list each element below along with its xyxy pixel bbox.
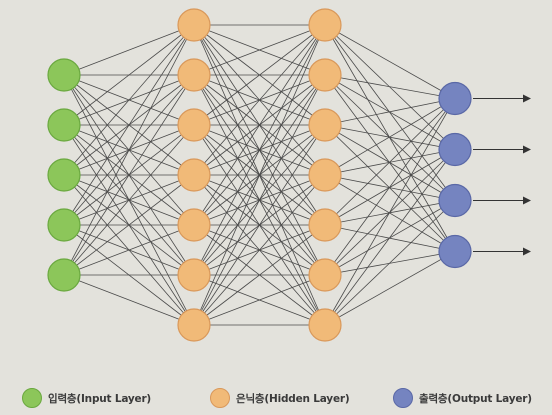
hidden-neuron-2-5 xyxy=(308,258,342,292)
connection-l1-4-0 xyxy=(193,24,326,226)
output-neuron-3-0 xyxy=(438,81,472,116)
hidden-neuron-1-4 xyxy=(177,208,211,242)
connection-l2-6-0 xyxy=(324,98,456,326)
legend-input: 입력층(Input Layer) xyxy=(22,387,151,409)
connection-l2-6-1 xyxy=(324,149,456,326)
connection-l2-5-0 xyxy=(324,98,456,276)
connection-l0-4-6 xyxy=(63,274,195,326)
hidden-layer-label: 은닉층(Hidden Layer) xyxy=(236,392,350,405)
connection-l2-3-3 xyxy=(324,174,456,252)
connection-l0-4-1 xyxy=(63,74,195,276)
connection-l0-4-3 xyxy=(63,174,195,276)
connection-l2-2-0 xyxy=(324,98,456,126)
output-neuron-3-1 xyxy=(438,132,472,167)
output-layer-swatch xyxy=(393,388,413,408)
connection-l2-0-1 xyxy=(324,24,456,150)
legend-output: 출력층(Output Layer) xyxy=(393,387,532,409)
connection-l1-6-2 xyxy=(193,124,326,326)
connection-l0-3-0 xyxy=(63,24,195,226)
connection-l1-5-0 xyxy=(193,24,326,276)
connection-l0-4-2 xyxy=(63,124,195,276)
input-neuron-0-2 xyxy=(47,158,81,192)
hidden-neuron-1-2 xyxy=(177,108,211,142)
connection-l2-4-3 xyxy=(324,224,456,252)
connection-l0-0-0 xyxy=(63,24,195,76)
hidden-neuron-2-4 xyxy=(308,208,342,242)
connection-l2-3-2 xyxy=(324,174,456,201)
output-neuron-3-3 xyxy=(438,234,472,269)
connection-l1-6-3 xyxy=(193,174,326,326)
connection-l0-1-0 xyxy=(63,24,195,126)
connection-l2-1-1 xyxy=(324,74,456,150)
connection-l2-6-3 xyxy=(324,251,456,326)
hidden-neuron-2-6 xyxy=(308,308,342,342)
connection-l2-6-2 xyxy=(324,200,456,326)
connection-l2-2-3 xyxy=(324,124,456,252)
connection-l2-2-2 xyxy=(324,124,456,201)
connection-l0-4-0 xyxy=(63,24,195,276)
output-neuron-3-2 xyxy=(438,183,472,218)
hidden-neuron-2-0 xyxy=(308,8,342,42)
hidden-neuron-1-3 xyxy=(177,158,211,192)
input-neuron-0-0 xyxy=(47,58,81,92)
hidden-layer-swatch xyxy=(210,388,230,408)
connection-l1-1-0 xyxy=(193,24,326,76)
input-layer-label: 입력층(Input Layer) xyxy=(48,392,152,405)
connection-l2-1-0 xyxy=(324,74,456,99)
hidden-neuron-2-2 xyxy=(308,108,342,142)
connection-l1-3-0 xyxy=(193,24,326,176)
hidden-neuron-2-3 xyxy=(308,158,342,192)
connection-l1-6-5 xyxy=(193,274,326,326)
connection-l2-2-1 xyxy=(324,124,456,150)
connections xyxy=(63,24,456,326)
hidden-neuron-1-6 xyxy=(177,308,211,342)
connection-l1-2-0 xyxy=(193,24,326,126)
hidden-neuron-2-1 xyxy=(308,58,342,92)
connection-l2-0-0 xyxy=(324,24,456,99)
connection-l1-6-0 xyxy=(193,24,326,326)
hidden-neuron-1-0 xyxy=(177,8,211,42)
connection-l1-6-4 xyxy=(193,224,326,326)
connection-l1-6-1 xyxy=(193,74,326,326)
hidden-neuron-1-1 xyxy=(177,58,211,92)
network-diagram xyxy=(47,8,531,342)
input-layer-swatch xyxy=(22,388,42,408)
connection-l0-4-4 xyxy=(63,224,195,276)
output-arrows xyxy=(473,94,531,256)
connection-l0-2-0 xyxy=(63,24,195,176)
connection-l2-0-2 xyxy=(324,24,456,201)
output-layer-label: 출력층(Output Layer) xyxy=(419,392,532,405)
legend-hidden: 은닉층(Hidden Layer) xyxy=(210,387,350,409)
connection-l2-1-3 xyxy=(324,74,456,252)
connection-l2-1-2 xyxy=(324,74,456,201)
input-neuron-0-3 xyxy=(47,208,81,242)
hidden-neuron-1-5 xyxy=(177,258,211,292)
neurons xyxy=(47,8,472,342)
input-neuron-0-1 xyxy=(47,108,81,142)
connection-l2-3-0 xyxy=(324,98,456,176)
input-neuron-0-4 xyxy=(47,258,81,292)
connection-l2-4-0 xyxy=(324,98,456,226)
